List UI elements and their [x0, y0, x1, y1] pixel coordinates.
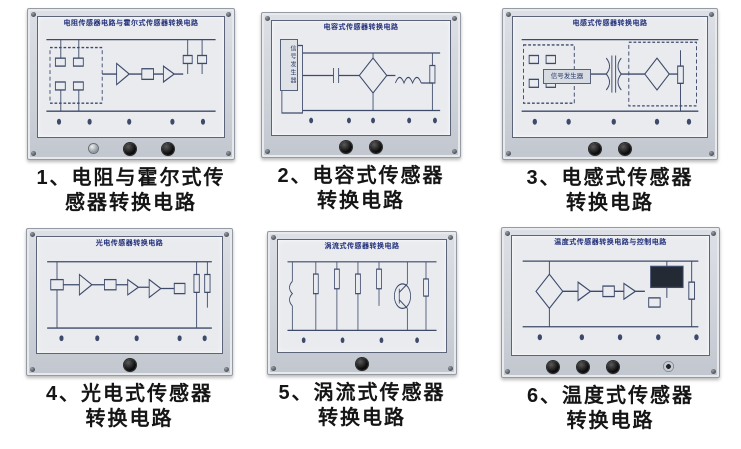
panel-card-6: 温度式传感器转换电路与控制电路 [501, 227, 720, 434]
control-row [28, 141, 234, 156]
screw-icon [31, 12, 36, 17]
panel-card-5: 涡流式传感器转换电路 [267, 231, 457, 431]
circuit-board: 电感式传感器转换电路 信号发生器 [502, 8, 718, 160]
panel-card-3: 电感式传感器转换电路 信号发生器 [502, 8, 718, 216]
board-face: 电感式传感器转换电路 信号发生器 [512, 16, 708, 138]
screw-icon [30, 232, 35, 237]
knob [356, 357, 368, 370]
circuit-board: 电容式传感器转换电路 信号发生器 [261, 12, 461, 158]
circuit-board: 涡流式传感器转换电路 [267, 231, 457, 375]
circuit-schematic [522, 260, 699, 341]
panel-caption: 3、电感式传感器 转换电路 [526, 167, 694, 214]
board-face: 涡流式传感器转换电路 [277, 239, 447, 353]
screw-icon [506, 151, 511, 156]
screw-icon [226, 151, 231, 156]
panel-card-1: 电阻传感器电路与霍尔式传感器转换电路 [27, 8, 235, 216]
screw-icon [452, 16, 457, 21]
control-row [27, 357, 232, 372]
circuit-schematic [47, 261, 212, 342]
control-row [268, 356, 456, 371]
board-title: 电阻传感器电路与霍尔式传感器转换电路 [63, 20, 199, 27]
circuit-board: 电阻传感器电路与霍尔式传感器转换电路 [27, 8, 235, 160]
board-title: 涡流式传感器转换电路 [324, 243, 400, 250]
screw-icon [711, 369, 716, 374]
circuit-schematic [46, 38, 216, 125]
knob [547, 360, 559, 373]
screw-icon [506, 12, 511, 17]
screw-icon [505, 231, 510, 236]
screw-icon [505, 369, 510, 374]
screw-icon [271, 366, 276, 371]
screw-icon [452, 149, 457, 154]
board-title: 电感式传感器转换电路 [572, 20, 648, 27]
knob [161, 142, 174, 155]
screw-icon [448, 235, 453, 240]
knob [370, 140, 382, 153]
knob [123, 358, 136, 371]
panel-caption: 2、电容式传感器 转换电路 [277, 165, 445, 212]
panel-caption: 6、温度式传感器 转换电路 [526, 385, 695, 432]
screw-icon [265, 16, 270, 21]
screw-icon [224, 232, 229, 237]
panel-card-4: 光电传感器转换电路 [26, 228, 233, 432]
knob [607, 360, 619, 373]
screw-icon [271, 235, 276, 240]
screw-icon [711, 231, 716, 236]
board-face: 电阻传感器电路与霍尔式传感器转换电路 [37, 16, 225, 138]
control-row [503, 141, 717, 156]
circuit-schematic [287, 261, 437, 344]
panel-card-2: 电容式传感器转换电路 信号发生器 [261, 12, 461, 214]
board-title: 光电传感器转换电路 [95, 240, 164, 247]
screw-icon [30, 367, 35, 372]
screw-icon [224, 367, 229, 372]
signal-generator-box: 信号发生器 [543, 69, 591, 84]
board-face: 电容式传感器转换电路 信号发生器 [271, 20, 451, 136]
knob [340, 140, 352, 153]
knob [577, 360, 589, 373]
connector-jack [663, 361, 674, 372]
control-row [502, 359, 719, 374]
control-row [262, 139, 460, 154]
screw-icon [31, 151, 36, 156]
board-title: 电容式传感器转换电路 [323, 24, 399, 31]
board-face: 光电传感器转换电路 [36, 236, 223, 354]
panel-caption: 1、电阻与霍尔式传 感器转换电路 [36, 167, 226, 214]
toggle-switch [88, 144, 98, 153]
screw-icon [265, 149, 270, 154]
signal-generator-box: 信号发生器 [280, 39, 298, 91]
board-title: 温度式传感器转换电路与控制电路 [554, 239, 667, 246]
screw-icon [709, 12, 714, 17]
knob [619, 142, 631, 155]
circuit-schematic [281, 44, 441, 124]
board-face: 温度式传感器转换电路与控制电路 [511, 235, 710, 356]
panel-caption: 5、涡流式传感器 转换电路 [278, 382, 446, 429]
screw-icon [709, 151, 714, 156]
screw-icon [448, 366, 453, 371]
panel-caption: 4、光电式传感器 转换电路 [45, 383, 214, 430]
knob [123, 142, 136, 155]
knob [589, 142, 601, 155]
circuit-board: 温度式传感器转换电路与控制电路 [501, 227, 720, 378]
circuit-board: 光电传感器转换电路 [26, 228, 233, 376]
screw-icon [226, 12, 231, 17]
